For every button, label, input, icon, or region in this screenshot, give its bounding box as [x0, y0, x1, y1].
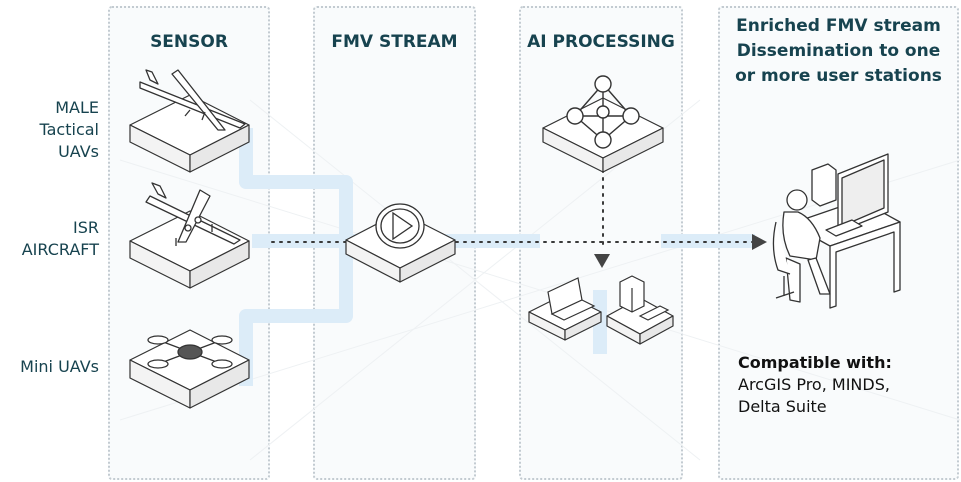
- computer-tower-icon: [619, 275, 670, 321]
- column-title-fmv-stream: FMV STREAM: [331, 32, 458, 52]
- male-uav-icon: [139, 69, 246, 131]
- isr-aircraft-platform: [129, 210, 250, 289]
- isr-aircraft-icon: [145, 182, 241, 246]
- compatibility-note: Compatible with: ArcGIS Pro, MINDS, Delt…: [738, 352, 892, 418]
- person-body: [782, 211, 821, 261]
- sensor-label-male-uav: MALE Tactical UAVs: [39, 98, 100, 161]
- arrow-down-icon: [594, 254, 610, 268]
- column-title-dissemination: Enriched FMV stream Dissemination to one…: [735, 16, 942, 86]
- arrow-right-icon: [752, 234, 767, 250]
- compatibility-heading: Compatible with:: [738, 353, 892, 372]
- laptop-icon: [547, 277, 596, 321]
- keyboard-icon: [825, 219, 863, 237]
- play-icon: [375, 203, 425, 249]
- male-uav-platform: [129, 94, 250, 173]
- person-head: [786, 189, 808, 211]
- compatibility-line-2: Delta Suite: [738, 397, 827, 416]
- column-title-sensor: SENSOR: [150, 32, 228, 52]
- sensor-label-mini-uav: Mini UAVs: [20, 357, 99, 376]
- sensor-label-isr-aircraft: ISR AIRCRAFT: [21, 218, 99, 259]
- computer-tower-icon: [811, 163, 837, 207]
- chair-icon: [772, 221, 791, 275]
- compatibility-line-1: ArcGIS Pro, MINDS,: [738, 375, 890, 394]
- column-title-ai-processing: AI PROCESSING: [527, 32, 675, 52]
- mini-uav-platform: [129, 329, 250, 409]
- quadcopter-icon: [147, 335, 233, 369]
- user-station-illustration: [772, 153, 901, 309]
- neural-network-icon: [566, 75, 640, 149]
- flow-paths: [239, 128, 755, 386]
